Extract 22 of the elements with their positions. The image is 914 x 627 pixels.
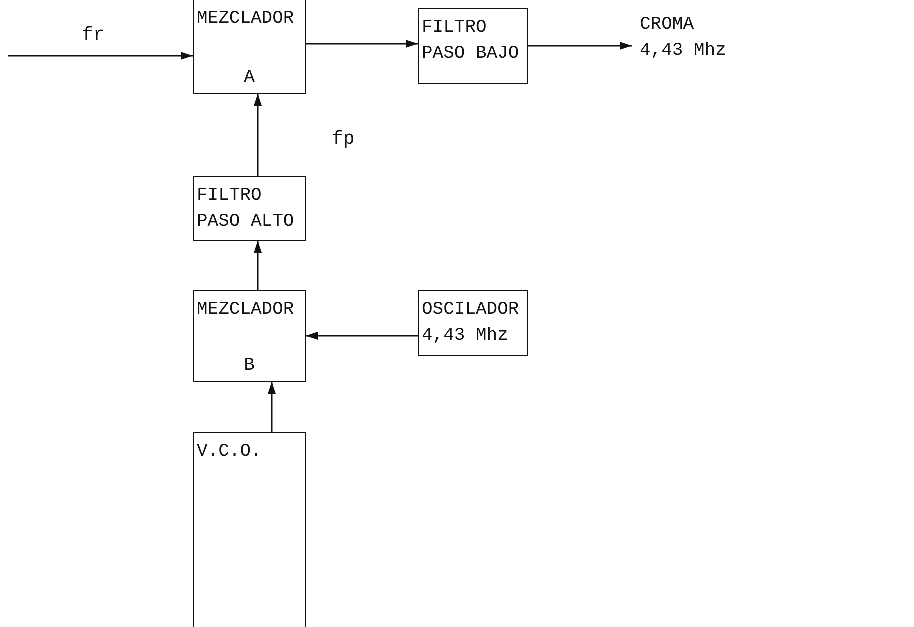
block-label: CROMA 4,43 Mhz (640, 14, 728, 63)
arrow (306, 40, 418, 48)
arrow (8, 52, 193, 60)
block-box (193, 290, 306, 382)
block-letter: B (243, 355, 256, 378)
block-letter: A (243, 67, 256, 90)
block-box (418, 8, 528, 84)
block-box (418, 290, 528, 356)
block-box (193, 176, 306, 241)
block-box (193, 0, 306, 94)
block-label: FILTRO PASO BAJO (422, 17, 520, 66)
block-label: OSCILADOR 4,43 Mhz (422, 299, 520, 348)
block-box (193, 432, 306, 627)
arrow (306, 332, 418, 340)
block-label: MEZCLADOR (197, 299, 296, 322)
block-label: FILTRO PASO ALTO (197, 185, 296, 234)
arrow (268, 382, 276, 432)
block-label: V.C.O. (197, 441, 263, 464)
arrow (254, 241, 262, 290)
block-label: MEZCLADOR (197, 8, 296, 31)
arrow (254, 94, 262, 176)
arrow (528, 42, 632, 50)
